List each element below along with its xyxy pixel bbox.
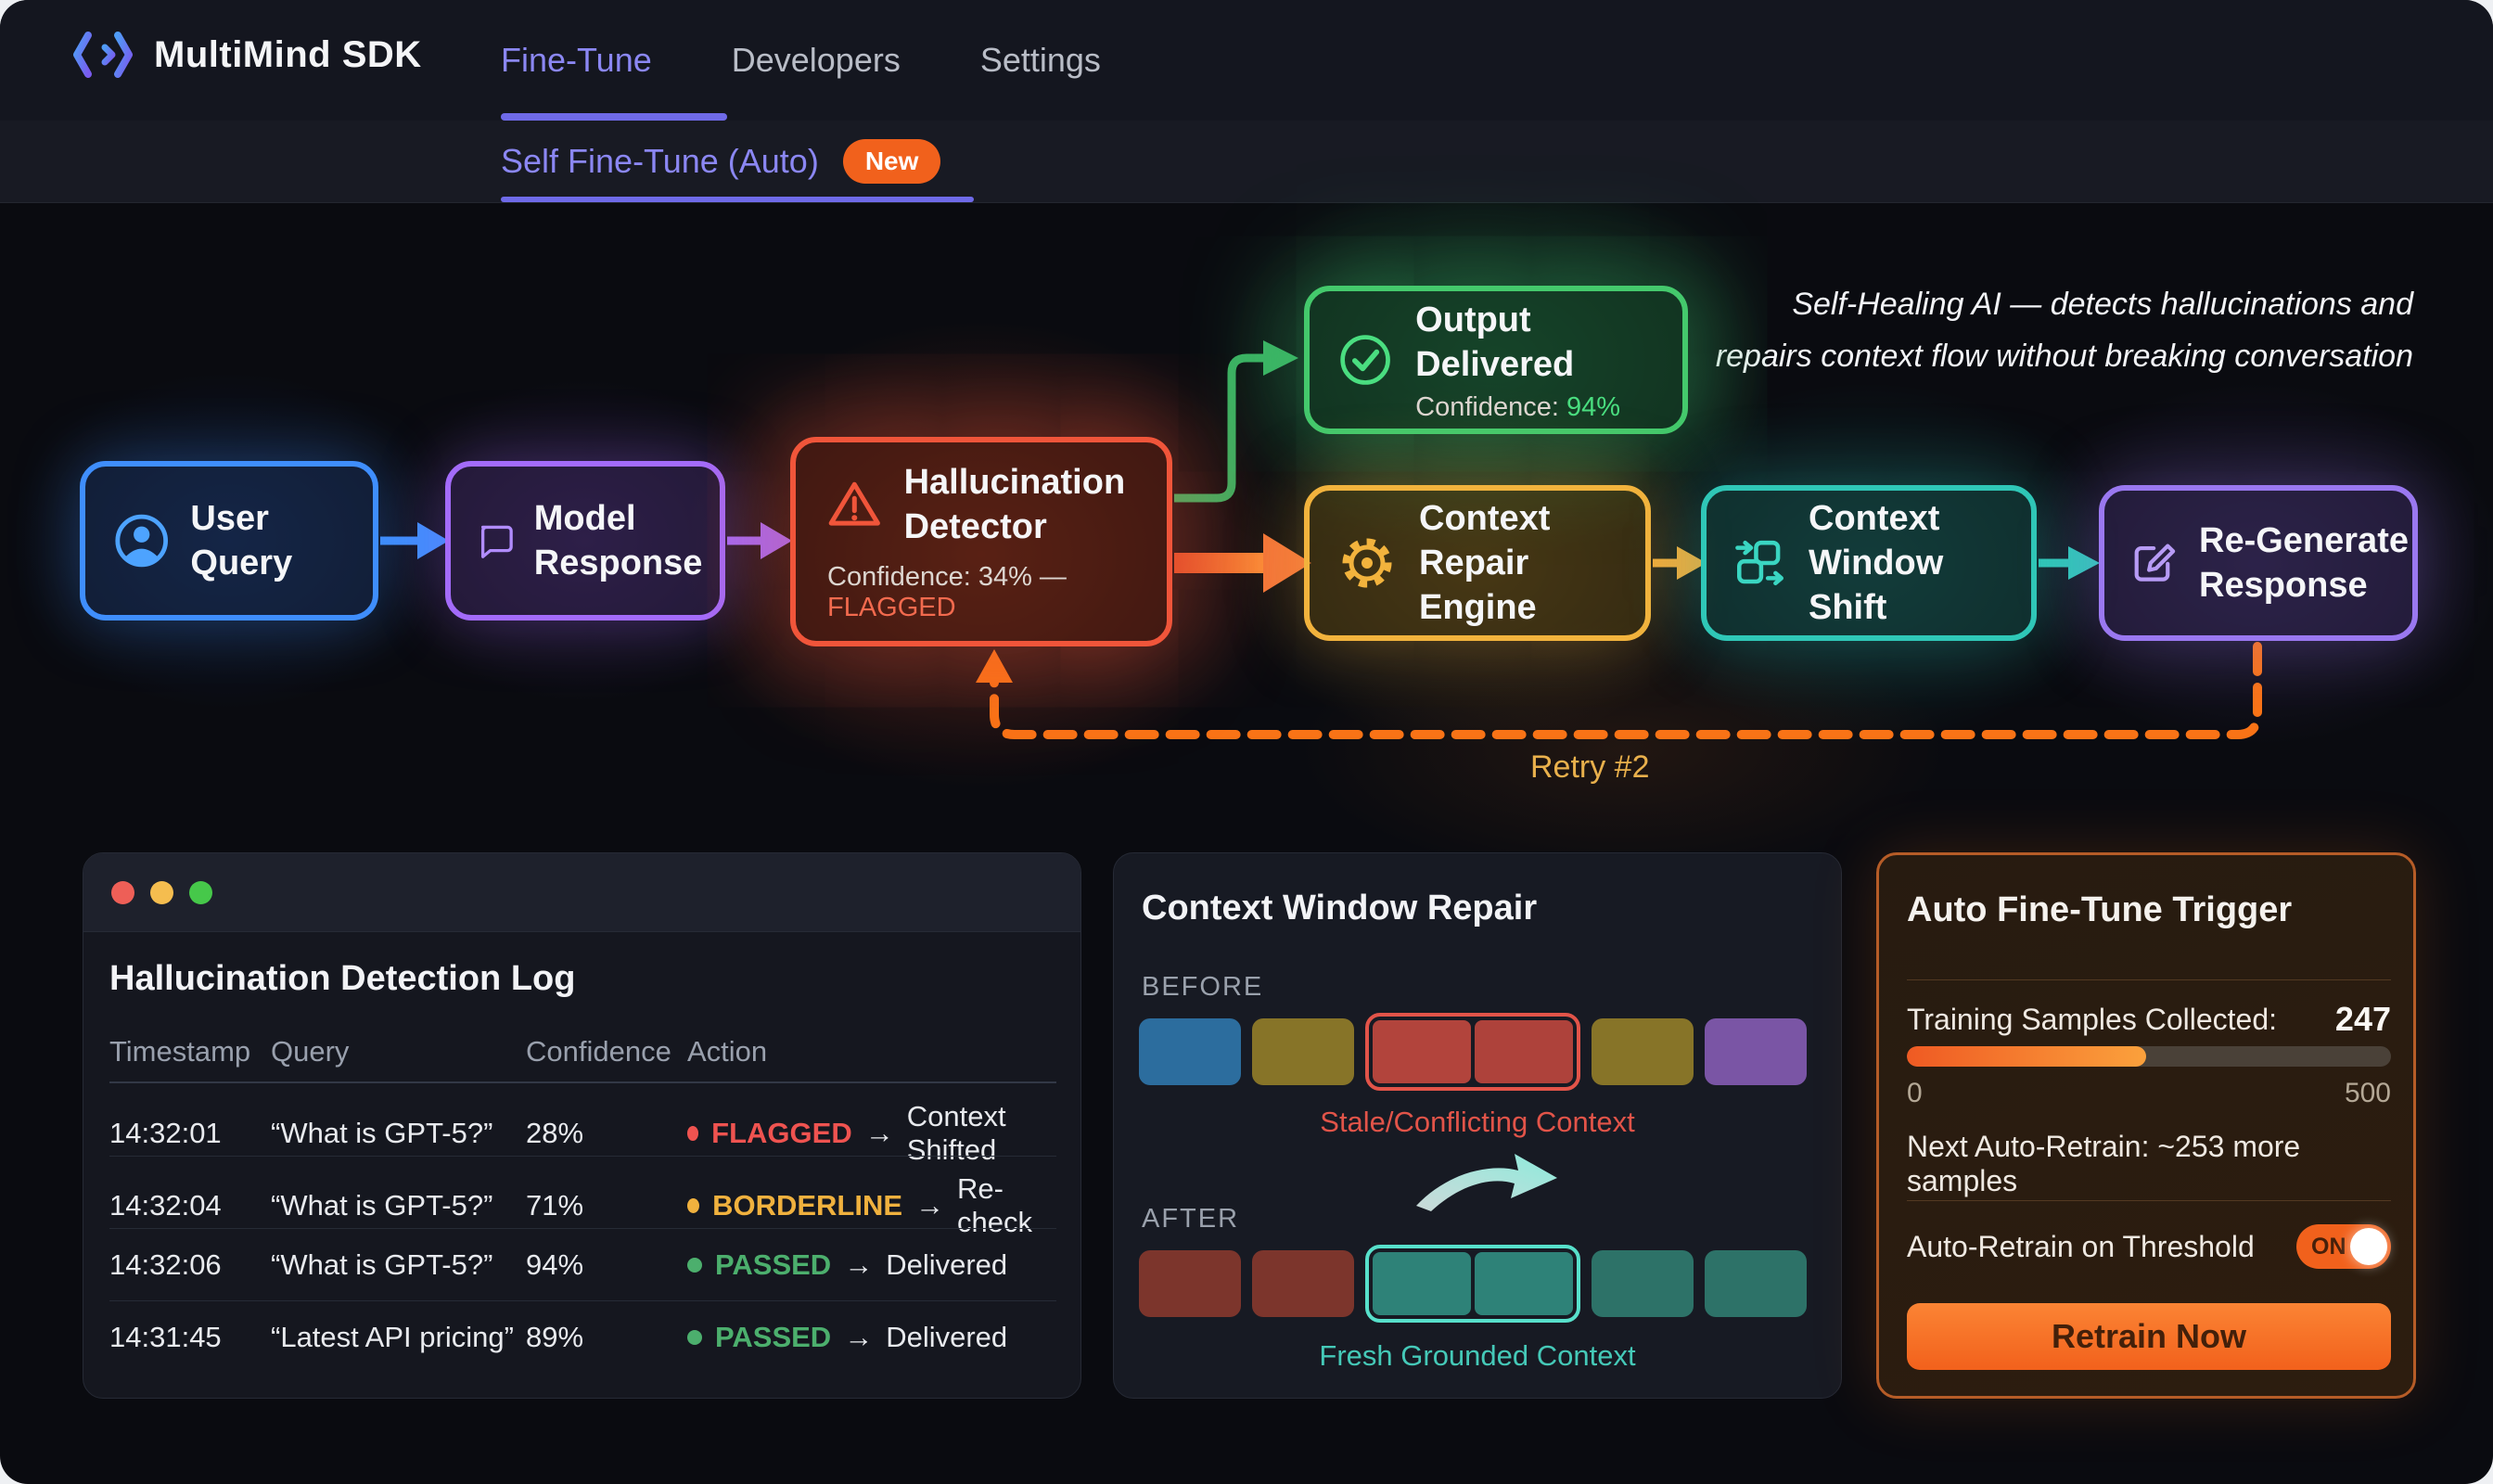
node-model-response-label: Model Response bbox=[533, 499, 703, 582]
auto-retrain-toggle-label: Auto-Retrain on Threshold bbox=[1907, 1229, 2255, 1263]
training-progress-fill bbox=[1907, 1046, 2146, 1067]
status-dot-icon bbox=[687, 1126, 699, 1141]
main-nav: Fine-Tune Developers Settings bbox=[501, 0, 1101, 121]
tab-developers[interactable]: Developers bbox=[731, 41, 901, 79]
log-row-4: 14:31:45 “Latest API pricing” 89% PASSED… bbox=[109, 1321, 1008, 1353]
close-traffic-light-icon[interactable] bbox=[111, 881, 134, 904]
node-regenerate-response: Re-Generate Response bbox=[2099, 485, 2418, 641]
flagged-status: FLAGGED bbox=[827, 593, 956, 622]
log-row-1: 14:32:01 “What is GPT-5?” 28% FLAGGED→Co… bbox=[109, 1100, 1006, 1166]
samples-value: 247 bbox=[2334, 1000, 2391, 1038]
log-row-2: 14:32:04 “What is GPT-5?” 71% BORDERLINE… bbox=[109, 1172, 1033, 1238]
active-subtab-underline bbox=[501, 197, 974, 202]
node-model-response: Model Response bbox=[445, 461, 725, 620]
tab-settings[interactable]: Settings bbox=[979, 41, 1101, 79]
edit-pencil-icon bbox=[2134, 544, 2176, 582]
samples-label: Training Samples Collected: bbox=[1907, 1002, 2277, 1036]
context-window-repair-panel: Context Window Repair BEFORE Stale/Confl… bbox=[1113, 852, 1842, 1399]
header-divider bbox=[109, 1081, 1056, 1083]
progress-min: 0 bbox=[1907, 1078, 1923, 1108]
row-divider bbox=[109, 1300, 1056, 1301]
auto-retrain-toggle[interactable]: ON bbox=[2296, 1224, 2391, 1269]
context-block bbox=[1139, 1018, 1241, 1085]
status-dot-icon bbox=[687, 1198, 700, 1213]
log-row-3: 14:32:06 “What is GPT-5?” 94% PASSED→Del… bbox=[109, 1248, 1008, 1281]
row-divider bbox=[109, 1228, 1056, 1229]
top-navbar: MultiMind SDK Fine-Tune Developers Setti… bbox=[0, 0, 2493, 122]
multimind-logo-icon bbox=[73, 32, 133, 78]
context-block bbox=[1365, 1013, 1580, 1091]
flow-canvas-glow bbox=[0, 202, 2493, 851]
app-title: MultiMind SDK bbox=[154, 33, 422, 75]
maximize-traffic-light-icon[interactable] bbox=[189, 881, 212, 904]
after-caption: Fresh Grounded Context bbox=[1319, 1339, 1636, 1372]
context-block bbox=[1705, 1250, 1807, 1317]
context-block bbox=[1592, 1250, 1694, 1317]
tab-fine-tune[interactable]: Fine-Tune bbox=[501, 41, 652, 79]
output-confidence: Confidence: 94% bbox=[1415, 391, 1621, 422]
log-panel-title: Hallucination Detection Log bbox=[109, 959, 576, 998]
new-badge: New bbox=[842, 139, 941, 184]
retry-label: Retry #2 bbox=[1530, 749, 1650, 785]
context-block bbox=[1252, 1018, 1354, 1085]
divider bbox=[1907, 1200, 2391, 1201]
user-icon bbox=[115, 514, 169, 568]
toggle-on-text: ON bbox=[2311, 1233, 2346, 1260]
log-table-header: Timestamp Query Confidence Action bbox=[109, 1035, 768, 1068]
context-block bbox=[1705, 1018, 1807, 1085]
before-blocks bbox=[1139, 1013, 1825, 1091]
divider bbox=[1907, 979, 2391, 980]
transform-arrow-icon bbox=[1416, 1154, 1557, 1211]
window-titlebar bbox=[83, 853, 1080, 932]
context-panel-title: Context Window Repair bbox=[1142, 889, 1538, 928]
window-shift-icon bbox=[1735, 540, 1783, 586]
context-block bbox=[1252, 1250, 1354, 1317]
node-output-title: Output Delivered bbox=[1415, 300, 1575, 384]
before-label: BEFORE bbox=[1142, 972, 1264, 1002]
progress-max: 500 bbox=[2344, 1078, 2391, 1108]
node-regen-label: Re-Generate Response bbox=[2199, 521, 2409, 605]
sub-navbar: Self Fine-Tune (Auto) New bbox=[0, 121, 2493, 203]
auto-panel-title: Auto Fine-Tune Trigger bbox=[1907, 890, 2293, 929]
detector-confidence: Confidence: 34% — FLAGGED bbox=[827, 562, 1067, 622]
node-user-query: User Query bbox=[80, 461, 378, 620]
minimize-traffic-light-icon[interactable] bbox=[150, 881, 173, 904]
toggle-knob bbox=[2350, 1228, 2387, 1265]
next-retrain-text: Next Auto-Retrain: ~253 more samples bbox=[1907, 1130, 2301, 1197]
before-caption: Stale/Conflicting Context bbox=[1320, 1106, 1635, 1138]
active-tab-underline bbox=[501, 113, 727, 121]
brand: MultiMind SDK bbox=[72, 30, 422, 80]
check-circle-icon bbox=[1340, 335, 1390, 385]
gear-icon bbox=[1342, 538, 1392, 588]
node-repair-label: Context Repair Engine bbox=[1419, 499, 1551, 627]
row-divider bbox=[109, 1156, 1056, 1157]
self-healing-annotation: Self-Healing AI — detects hallucinations… bbox=[1715, 287, 2413, 374]
chat-bubble-icon bbox=[480, 525, 513, 558]
status-dot-icon bbox=[687, 1258, 702, 1273]
node-context-repair-engine: Context Repair Engine bbox=[1304, 485, 1651, 641]
training-progress-bar bbox=[1907, 1046, 2391, 1067]
node-user-query-label: User Query bbox=[190, 499, 293, 582]
subtab-self-fine-tune[interactable]: Self Fine-Tune (Auto) bbox=[501, 142, 819, 180]
status-dot-icon bbox=[687, 1330, 702, 1345]
node-hallucination-detector: Hallucination Detector Confidence: 34% —… bbox=[790, 437, 1172, 646]
warning-triangle-icon bbox=[828, 481, 880, 526]
context-block bbox=[1592, 1018, 1694, 1085]
retrain-now-button[interactable]: Retrain Now bbox=[1907, 1303, 2391, 1370]
node-context-window-shift: Context Window Shift bbox=[1701, 485, 2037, 641]
node-detector-title: Hallucination Detector bbox=[903, 463, 1126, 546]
after-label: AFTER bbox=[1142, 1204, 1240, 1234]
node-output-delivered: Output Delivered Confidence: 94% bbox=[1304, 286, 1688, 434]
auto-fine-tune-panel: Auto Fine-Tune Trigger Training Samples … bbox=[1876, 852, 2416, 1399]
hallucination-log-panel: Hallucination Detection Log Timestamp Qu… bbox=[83, 852, 1081, 1399]
after-blocks bbox=[1139, 1245, 1825, 1323]
context-block bbox=[1139, 1250, 1241, 1317]
node-shift-label: Context Window Shift bbox=[1809, 499, 1944, 627]
context-block bbox=[1365, 1245, 1580, 1323]
